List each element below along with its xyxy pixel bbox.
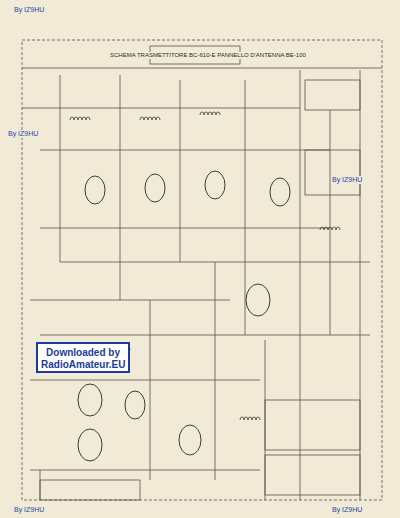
coil-turn	[320, 227, 324, 230]
coil-windings	[70, 112, 340, 420]
coil-turn	[216, 112, 220, 115]
coil-turn	[144, 117, 148, 120]
coil-turn	[332, 227, 336, 230]
coil-turn	[256, 417, 260, 420]
coil-turn	[148, 117, 152, 120]
coil-turn	[244, 417, 248, 420]
coil-turn	[248, 417, 252, 420]
coil-turn	[208, 112, 212, 115]
coil-turn	[212, 112, 216, 115]
coil-turn	[78, 117, 82, 120]
coil-turn	[74, 117, 78, 120]
coil-turn	[328, 227, 332, 230]
coil-turn	[336, 227, 340, 230]
title: SCHEMA TRASMETTITORE BC-610-E PANNELLO D…	[110, 52, 306, 59]
watermark: By IZ9HU	[14, 506, 44, 514]
watermark: By IZ9HU	[14, 6, 44, 14]
vacuum-tubes	[78, 171, 290, 461]
coil-turn	[82, 117, 86, 120]
coil-turn	[86, 117, 90, 120]
coil-turn	[240, 417, 244, 420]
coil-turn	[140, 117, 144, 120]
coil-turn	[324, 227, 328, 230]
coil-turn	[200, 112, 204, 115]
coil-turn	[152, 117, 156, 120]
coil-turn	[252, 417, 256, 420]
wiring	[22, 40, 382, 500]
download-banner: Downloaded by RadioAmateur.EU	[36, 342, 130, 373]
banner-text: Downloaded by RadioAmateur.EU	[41, 347, 125, 370]
watermark: By IZ9HU	[8, 130, 38, 138]
coil-turn	[204, 112, 208, 115]
coil-turn	[70, 117, 74, 120]
watermark: By IZ9HU	[332, 506, 362, 514]
watermark: By IZ9HU	[332, 176, 362, 184]
coil-turn	[156, 117, 160, 120]
